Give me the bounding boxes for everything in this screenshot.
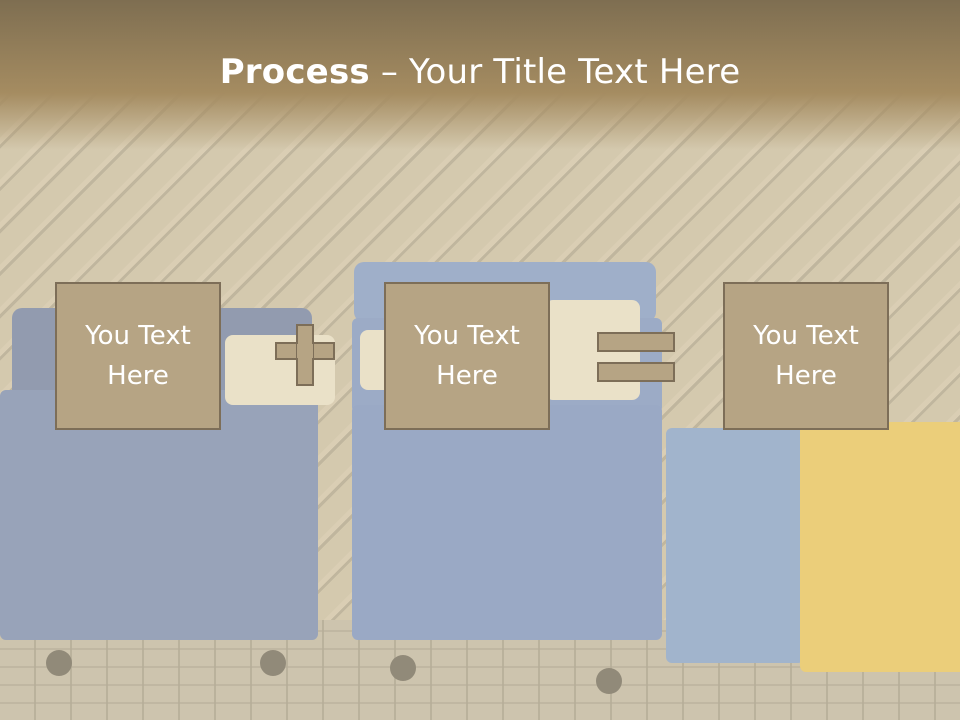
process-box-label: You Text Here [85, 321, 191, 391]
title-bold: Process [219, 52, 370, 92]
process-box-label: You Text Here [753, 321, 859, 391]
process-box-label: You Text Here [414, 321, 520, 391]
slide-title[interactable]: Process – Your Title Text Here [0, 52, 960, 92]
title-band [0, 0, 960, 150]
process-box-2[interactable]: You Text Here [384, 282, 550, 430]
equals-bar-top [597, 332, 675, 352]
process-box-1[interactable]: You Text Here [55, 282, 221, 430]
plus-joint [297, 344, 313, 358]
title-rest: – Your Title Text Here [369, 52, 741, 92]
process-box-3[interactable]: You Text Here [723, 282, 889, 430]
equals-bar-bottom [597, 362, 675, 382]
